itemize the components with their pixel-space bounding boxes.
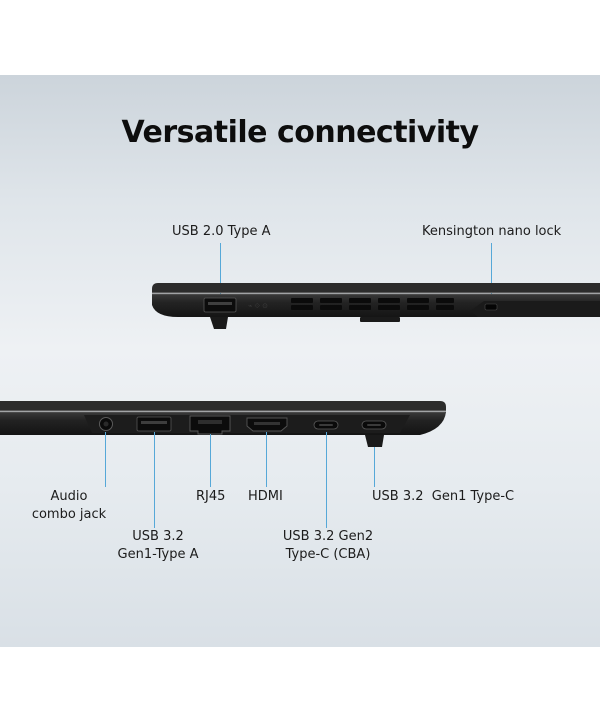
usb32-type-a-port-icon [136, 416, 172, 432]
rj45-port-icon [189, 415, 231, 435]
label-hdmi: HDMI [248, 489, 283, 504]
leader-usb32-gen1-type-c [374, 447, 375, 487]
leader-rj45 [210, 434, 211, 487]
leader-usb32-type-a [154, 432, 155, 528]
label-audio-line2: combo jack [31, 507, 107, 522]
page-title: Versatile connectivity [121, 115, 479, 150]
label-rj45: RJ45 [196, 489, 226, 504]
label-cba-line1: USB 3.2 Gen2 [282, 529, 374, 544]
usb32-gen2-type-c-port-icon [313, 420, 339, 430]
leader-kensington [491, 243, 492, 295]
label-kensington-lock: Kensington nano lock [422, 224, 562, 239]
usb32-gen1-type-c-port-icon [361, 420, 387, 430]
audio-jack-icon [99, 417, 113, 431]
leader-audio [105, 432, 106, 487]
laptop-left-side-view: ⌁ ⟐ ⊙ [152, 283, 600, 329]
label-audio-combo-jack: Audio combo jack [30, 488, 108, 524]
label-usb32-line2: Gen1-Type A [117, 547, 199, 562]
label-usb32-gen1-type-a: USB 3.2 Gen1-Type A [108, 528, 208, 564]
label-cba-line2: Type-C (CBA) [285, 547, 371, 562]
product-panel: Versatile connectivity USB 2.0 Type A Ke… [0, 75, 600, 647]
vent-grille-icon [291, 298, 454, 310]
label-usb20-type-a: USB 2.0 Type A [172, 224, 271, 239]
label-audio-line1: Audio [50, 489, 88, 504]
label-usb32-gen1-type-c: USB 3.2 Gen1 Type-C [372, 489, 515, 504]
leader-hdmi [266, 432, 267, 487]
usb20-port-icon [203, 297, 237, 313]
kensington-slot-icon [470, 301, 600, 317]
hdmi-port-icon [246, 417, 288, 432]
leader-usb20 [220, 243, 221, 295]
laptop-right-side-view [0, 401, 446, 447]
leader-usb32-gen2 [326, 432, 327, 528]
svg-text:⌁ ⟐ ⊙: ⌁ ⟐ ⊙ [248, 302, 268, 310]
label-usb32-line1: USB 3.2 [132, 529, 184, 544]
label-usb32-gen2-type-c-cba: USB 3.2 Gen2 Type-C (CBA) [276, 528, 380, 564]
